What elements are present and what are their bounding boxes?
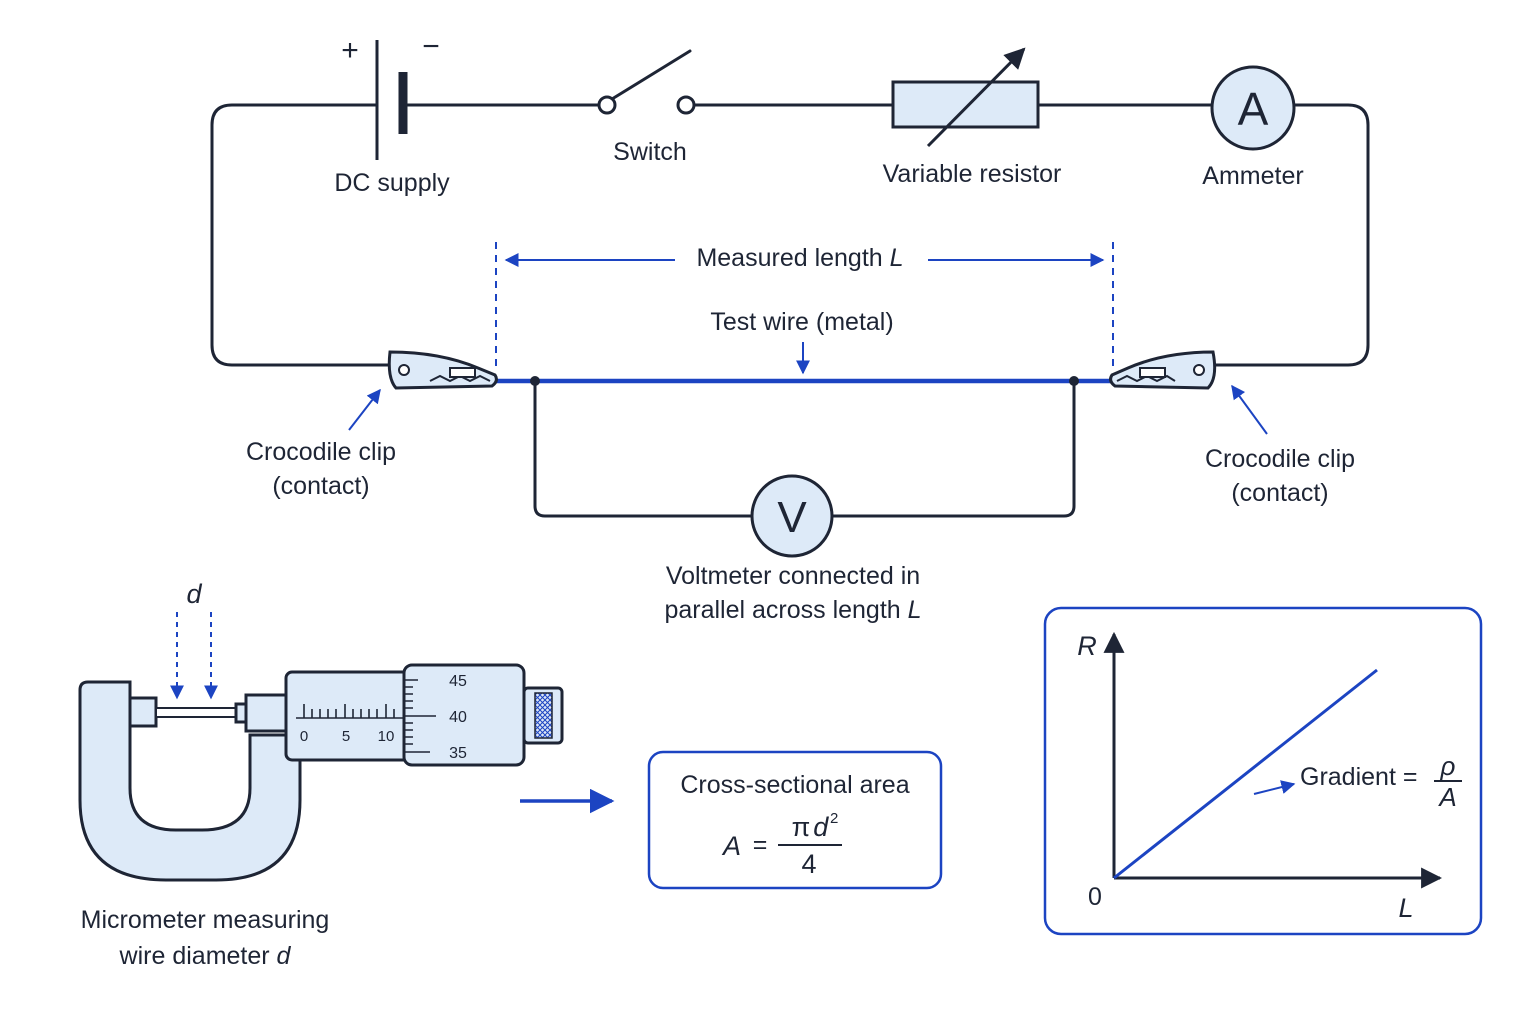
variable-resistor-label: Variable resistor [883,160,1062,188]
measured-length-label: Measured length L [696,244,903,272]
thimble-scale-45: 45 [449,673,467,690]
test-wire-label: Test wire (metal) [710,308,893,336]
area-title: Cross-sectional area [680,771,909,799]
switch-contact-left [597,95,617,115]
switch-contact-right [676,95,696,115]
ammeter-symbol: A [1238,83,1269,135]
gradient-denominator: A [1437,782,1456,812]
x-axis-label: L [1398,893,1413,923]
micrometer-caption-line2: wire diameter d [119,942,292,970]
voltmeter-junction-left [530,376,540,386]
sleeve-scale-0: 0 [300,728,308,745]
voltmeter: V Voltmeter connected in parallel across… [664,474,922,624]
voltmeter-junction-right [1069,376,1079,386]
measured-length-indicator: Measured length L [495,242,1114,372]
thimble-scale-40: 40 [449,709,467,726]
sleeve-scale-5: 5 [342,728,350,745]
switch-label: Switch [613,138,687,166]
voltmeter-label-line1: Voltmeter connected in [666,562,920,590]
switch: Switch [597,49,696,166]
supply-minus-sign: − [422,30,440,63]
micrometer-anvil [128,696,158,728]
area-lhs: A [721,831,741,861]
diameter-label: d [186,579,202,609]
micrometer: 0 5 10 45 40 35 d Micrometer measuring [78,579,564,970]
voltmeter-symbol: V [777,493,807,542]
variable-resistor: Variable resistor [883,47,1062,188]
thimble-scale-35: 35 [449,745,467,762]
crocodile-clip-right: Crocodile clip (contact) [1109,350,1355,507]
ammeter: A Ammeter [1202,65,1304,190]
circuit-wiring [210,103,1370,518]
sleeve-scale-10: 10 [378,728,395,745]
area-denominator: 4 [801,849,816,879]
y-axis-label: R [1077,631,1097,661]
gradient-numerator: ρ [1440,751,1456,781]
area-equals: = [753,831,768,859]
clip-right-label-line2: (contact) [1231,479,1328,507]
gradient-label: Gradient = [1300,763,1417,791]
micrometer-caption-line1: Micrometer measuring [81,906,330,934]
clip-right-label-line1: Crocodile clip [1205,445,1355,473]
test-wire: Test wire (metal) [496,308,1113,386]
resistance-length-graph: R L 0 Gradient = ρ A [1043,606,1483,936]
crocodile-clip-left: Crocodile clip (contact) [246,350,498,500]
graph-line [1113,668,1378,880]
wire-sample [155,707,237,718]
voltmeter-label-line2: parallel across length L [664,596,921,624]
graph-origin: 0 [1088,883,1102,911]
dc-supply: + − DC supply [334,30,450,197]
supply-label: DC supply [334,169,450,197]
clip-left-label-line2: (contact) [272,472,369,500]
micrometer-frame [78,680,302,882]
area-exponent: 2 [830,810,838,827]
clip-left-label-line1: Crocodile clip [246,438,396,466]
supply-plus-sign: + [341,34,359,67]
ammeter-label: Ammeter [1202,162,1303,190]
